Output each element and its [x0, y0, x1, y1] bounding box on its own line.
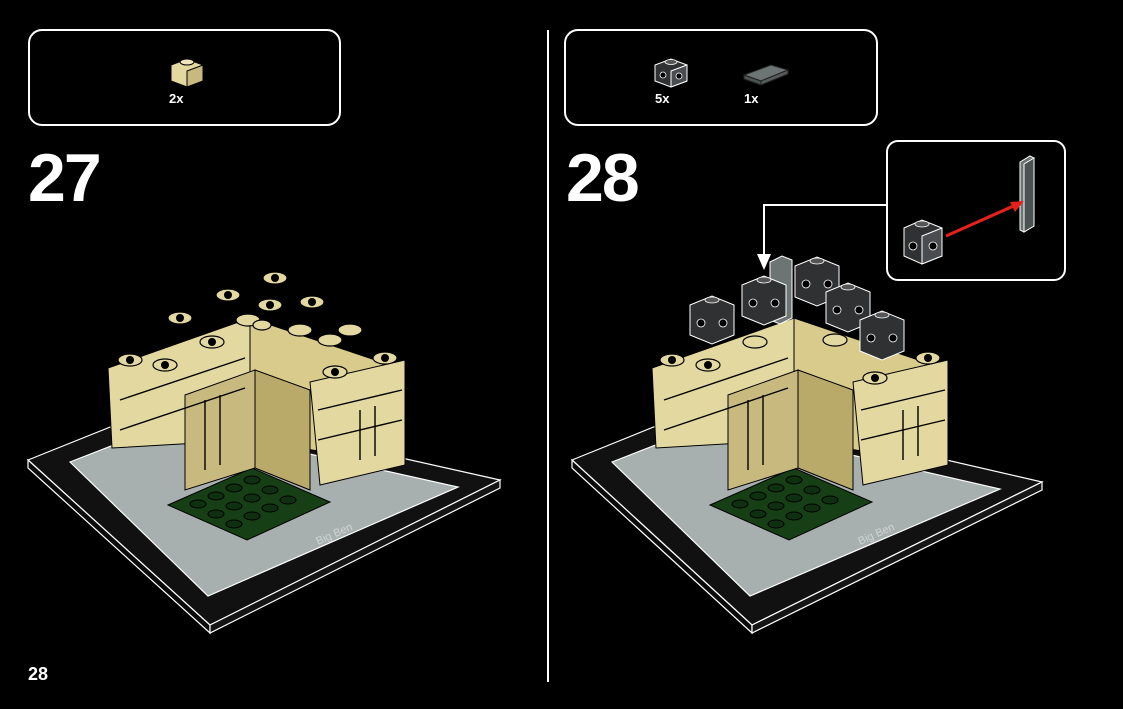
callout-illustration: [903, 155, 1035, 265]
part-qty: 1x: [744, 91, 759, 106]
part-qty: 5x: [655, 91, 670, 106]
page-divider: [547, 30, 549, 682]
page-number: 28: [28, 664, 49, 684]
part-qty: 2x: [169, 91, 184, 106]
step-number: 28: [566, 140, 640, 216]
dark-grey-brick-studs-icon: [903, 219, 943, 265]
dark-grey-brick-studs-icon: [689, 256, 905, 361]
parts-list-box-step-28: 5x 1x: [564, 29, 878, 126]
red-arrow-head-icon: [1010, 201, 1024, 212]
tan-brick-1x1-icon: [170, 58, 204, 88]
step-number: 27: [28, 140, 102, 216]
dark-grey-tile-icon: [742, 64, 790, 86]
dark-grey-brick-studs-icon: [654, 58, 688, 88]
arrow-head-icon: [757, 254, 771, 270]
callout-box: [886, 140, 1066, 281]
parts-list-box-step-27: 2x: [28, 29, 341, 126]
